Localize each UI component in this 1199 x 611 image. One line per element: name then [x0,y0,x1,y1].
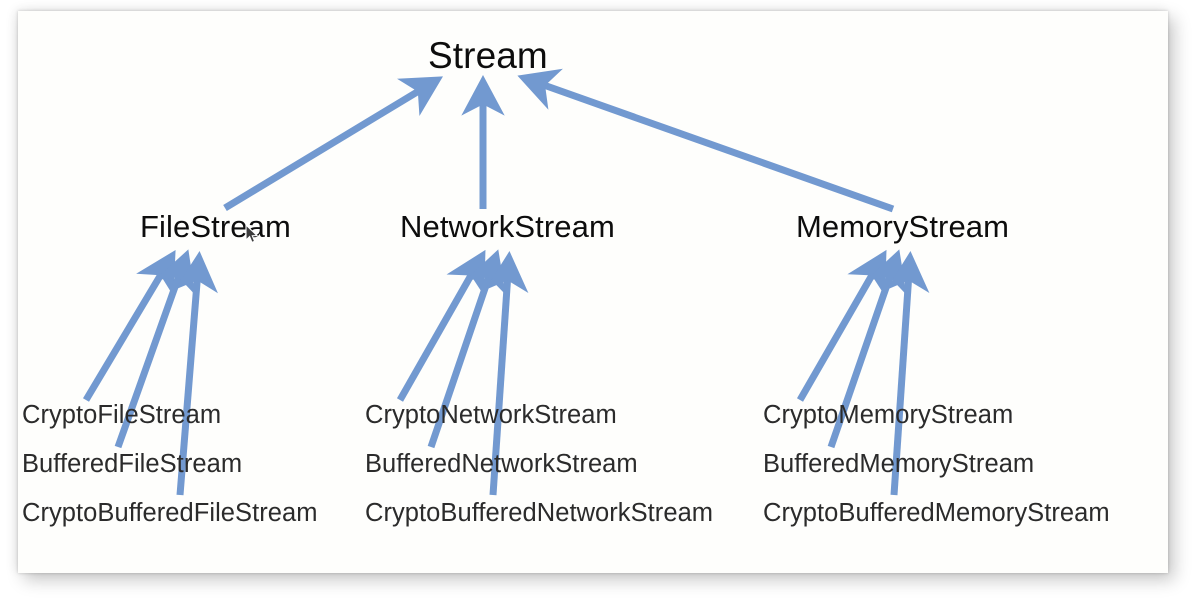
node-memorystream[interactable]: MemoryStream [796,209,1010,244]
node-filestream[interactable]: FileStream [140,209,291,244]
leaf-crypto-buffered-memory-stream[interactable]: CryptoBufferedMemoryStream [763,499,1110,527]
leaf-column-network: CryptoNetworkStream BufferedNetworkStrea… [365,401,713,548]
node-stream[interactable]: Stream [428,35,548,76]
node-networkstream[interactable]: NetworkStream [400,209,615,244]
mouse-pointer-icon [245,224,259,244]
leaf-crypto-buffered-file-stream[interactable]: CryptoBufferedFileStream [22,499,318,527]
leaf-crypto-file-stream[interactable]: CryptoFileStream [22,401,222,429]
leaf-column-memory: CryptoMemoryStream BufferedMemoryStream … [763,401,1110,548]
leaf-buffered-file-stream[interactable]: BufferedFileStream [22,450,243,478]
leaf-column-file: CryptoFileStream BufferedFileStream Cryp… [22,401,318,548]
leaf-crypto-network-stream[interactable]: CryptoNetworkStream [365,401,617,429]
leaf-crypto-buffered-network-stream[interactable]: CryptoBufferedNetworkStream [365,499,714,527]
leaf-buffered-memory-stream[interactable]: BufferedMemoryStream [763,450,1035,478]
leaf-buffered-network-stream[interactable]: BufferedNetworkStream [365,450,638,478]
leaf-crypto-memory-stream[interactable]: CryptoMemoryStream [763,401,1014,429]
